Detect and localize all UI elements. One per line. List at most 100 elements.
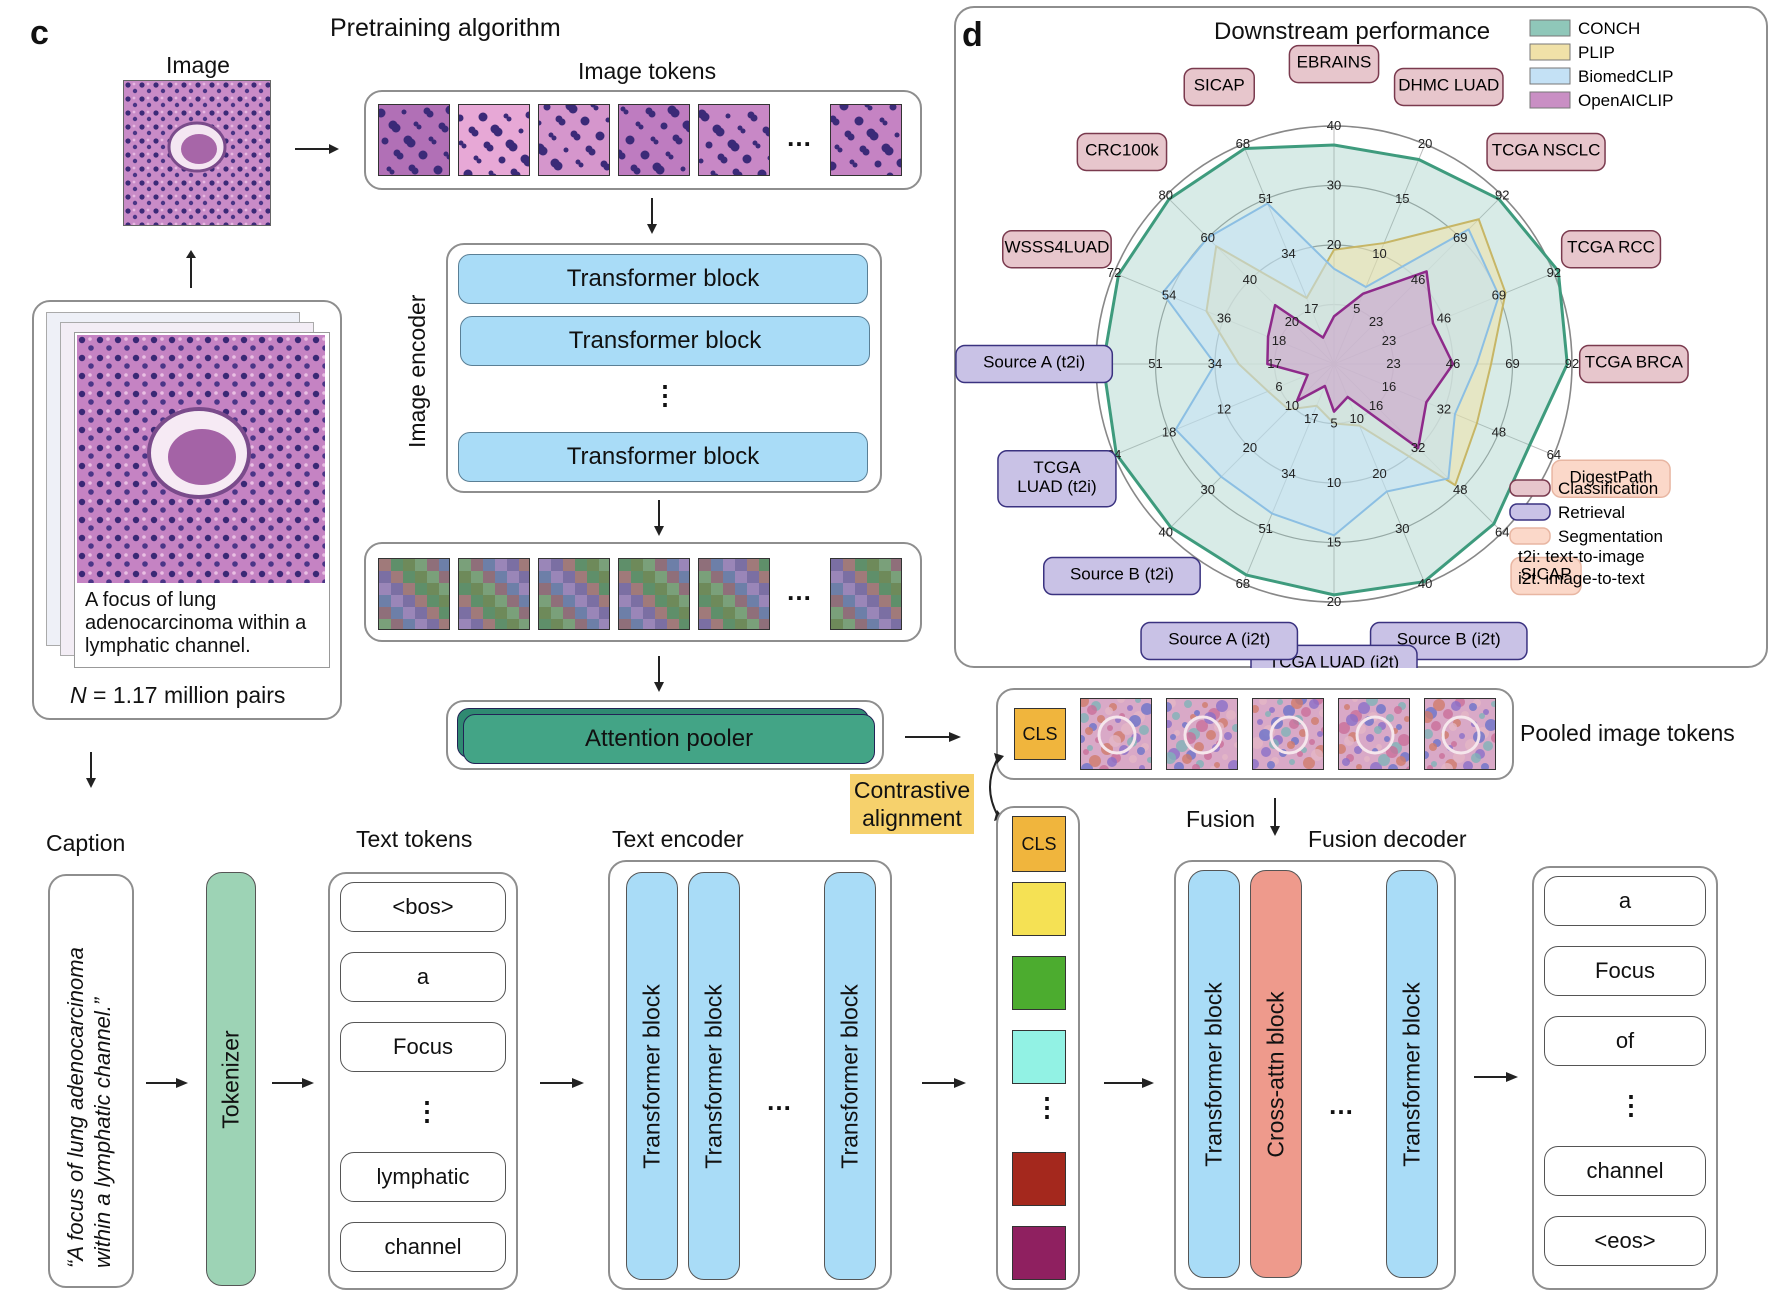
legend-swatch [1529, 91, 1571, 109]
radar-tick-label: 60 [1201, 230, 1215, 245]
radar-tick-label: 92 [1495, 188, 1509, 203]
radar-tick-label: 46 [1437, 310, 1451, 325]
text-transformer-block-1: Transformer block [626, 872, 678, 1280]
arrow-up-icon [186, 250, 196, 288]
text-embedding-token [1012, 956, 1066, 1010]
output-token: channel [1544, 1146, 1706, 1196]
radar-tick-label: 32 [1411, 440, 1425, 455]
n-pairs: N = 1.17 million pairs [70, 682, 285, 709]
fusion-transformer-block-1: Transformer block [1188, 870, 1240, 1278]
pooled-image-token [1080, 698, 1152, 770]
n-pairs-value: = 1.17 million pairs [93, 682, 286, 708]
arrow-right-icon [146, 1078, 188, 1088]
radar-axis-label-box [1578, 344, 1689, 384]
radar-title: Downstream performance [1214, 18, 1491, 45]
radar-tick-label: 5 [1353, 301, 1360, 316]
legend-swatch [1529, 43, 1571, 61]
radar-axis-label-box [1043, 556, 1201, 596]
output-token-vdots: ⋮ [1618, 1090, 1644, 1120]
arrow-down-icon [654, 656, 664, 692]
fusion-transformer-label-2: Transformer block [1398, 981, 1425, 1167]
encoded-token [698, 558, 770, 630]
fusion-transformer-block-2: Transformer block [1386, 870, 1438, 1278]
histology-image [123, 80, 271, 226]
radar-tick-label: 51 [1258, 521, 1272, 536]
radar-tick-label: 20 [1372, 466, 1386, 481]
arrow-right-icon [540, 1078, 584, 1088]
radar-tick-label: 23 [1369, 314, 1383, 329]
radar-tick-label: 5 [1330, 416, 1337, 431]
arrow-right-icon [295, 144, 339, 154]
radar-axis-label-box [1288, 44, 1380, 84]
radar-axis-label-box [997, 450, 1117, 508]
radar-tick-label: 40 [1243, 272, 1257, 287]
radar-tick-label: 23 [1382, 333, 1396, 348]
image-token [538, 104, 610, 176]
radar-tick-label: 16 [1369, 398, 1383, 413]
text-tokens-label: Text tokens [356, 826, 473, 852]
text-transformer-block-3: Transformer block [824, 872, 876, 1280]
image-token [830, 104, 902, 176]
radar-tick-label: 72 [1107, 265, 1121, 280]
text-embedding-token [1012, 882, 1066, 936]
task-legend-swatch [1509, 503, 1551, 521]
cross-attn-block: Cross-attn block [1250, 870, 1302, 1278]
radar-tick-label: 64 [1495, 524, 1509, 539]
input-token: <bos> [340, 882, 506, 932]
arrow-right-icon [272, 1078, 314, 1088]
radar-tick-label: 30 [1395, 521, 1409, 536]
radar-tick-label: 10 [1350, 411, 1364, 426]
radar-tick-label: 92 [1547, 265, 1561, 280]
card-caption: A focus of lung adenocarcinoma within a … [85, 589, 307, 657]
radar-tick-label: 20 [1243, 440, 1257, 455]
input-token: channel [340, 1222, 506, 1272]
task-legend-swatch [1509, 527, 1551, 545]
input-token: lymphatic [340, 1152, 506, 1202]
fusion-decoder-ellipsis: … [1328, 1090, 1354, 1120]
caption-box: “A focus of lung adenocarcinoma within a… [48, 874, 134, 1288]
legend-label: BiomedCLIP [1578, 67, 1673, 86]
image-cls-token: CLS [1014, 708, 1066, 760]
radar-axis-label-box [955, 344, 1114, 384]
radar-tick-label: 15 [1327, 535, 1341, 550]
radar-tick-label: 10 [1327, 475, 1341, 490]
radar-axis-label: WSSS4LUAD [1005, 238, 1110, 257]
caption-text: “A focus of lung adenocarcinoma within a… [62, 888, 116, 1268]
input-token-vdots: ⋮ [414, 1096, 440, 1126]
contrastive-alignment-label: Contrastive alignment [850, 774, 974, 834]
image-encoder-label-text: Image encoder [404, 294, 430, 448]
radar-tick-label: 68 [1236, 136, 1250, 151]
radar-tick-label: 54 [1162, 288, 1176, 303]
radar-axis-label-box [1001, 229, 1112, 269]
radar-tick-label: 69 [1505, 356, 1519, 371]
fusion-transformer-label-1: Transformer block [1200, 981, 1227, 1167]
image-token [378, 104, 450, 176]
text-encoder-label: Text encoder [612, 826, 744, 852]
output-token: Focus [1544, 946, 1706, 996]
radar-axis-label: TCGA RCC [1567, 238, 1655, 257]
radar-tick-label: 69 [1492, 288, 1506, 303]
attention-pooler-label: Attention pooler [584, 725, 754, 752]
radar-axis-label: TCGA BRCA [1585, 353, 1684, 372]
legend-label: CONCH [1578, 19, 1640, 38]
radar-axis-label-box [1140, 621, 1299, 661]
legend-swatch [1529, 67, 1571, 85]
radar-axis-label-box [1486, 132, 1606, 172]
image-transformer-block-2: Transformer block [460, 316, 870, 366]
pretraining-title: Pretraining algorithm [330, 14, 561, 42]
caption-label: Caption [46, 830, 126, 856]
contrastive-alignment-text: Contrastive alignment [853, 777, 971, 831]
radar-series-openaiclip [1266, 270, 1455, 450]
task-legend-label: Classification [1558, 479, 1658, 498]
radar-tick-label: 16 [1382, 379, 1396, 394]
pooled-tokens-label: Pooled image tokens [1520, 720, 1735, 746]
radar-tick-label: 40 [1327, 118, 1341, 133]
tokenizer-label: Tokenizer [217, 1029, 244, 1129]
arrow-right-icon [922, 1078, 966, 1088]
text-embedding-vdots: ⋮ [1034, 1092, 1060, 1122]
image-token [458, 104, 530, 176]
pooled-image-token [1424, 698, 1496, 770]
radar-tick-label: 69 [1453, 230, 1467, 245]
arrow-down-icon [86, 752, 96, 788]
